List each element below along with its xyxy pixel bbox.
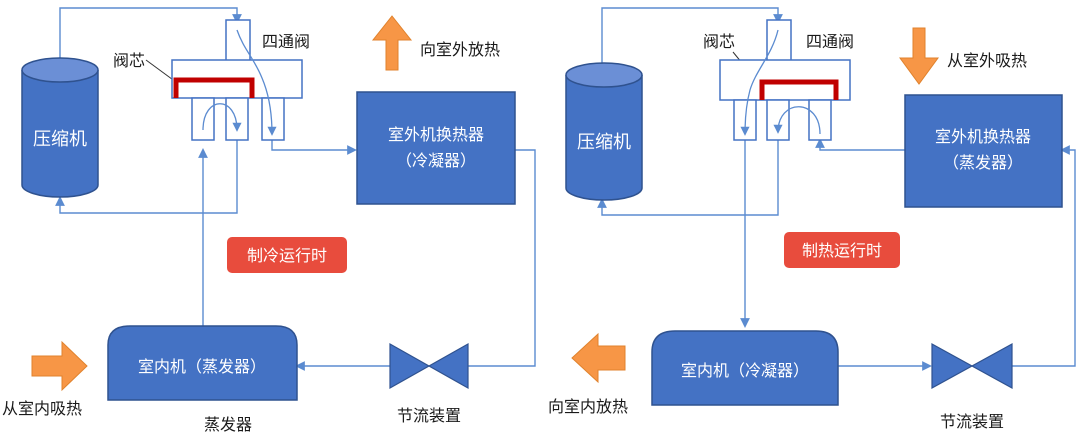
cooling-mode-badge: 制冷运行时 <box>227 237 347 273</box>
outdoor-heat-label: 向室外放热 <box>420 40 500 59</box>
compressor-label: 压缩机 <box>33 129 87 150</box>
valve-core-label: 阀芯 <box>703 32 735 51</box>
cooling-indoor-unit: 室内机（蒸发器） <box>107 325 298 401</box>
svg-text:室内机（冷凝器）: 室内机（冷凝器） <box>681 361 809 380</box>
throttle-label: 节流装置 <box>397 406 461 425</box>
valve-spool <box>759 79 839 100</box>
outdoor-heat-label: 从室外吸热 <box>947 51 1027 70</box>
heating-throttle-valve <box>931 342 1013 390</box>
heating-outdoor-heat-exchanger: 室外机换热器 （蒸发器） <box>904 94 1063 208</box>
svg-text:制冷运行时: 制冷运行时 <box>247 246 327 265</box>
outdoor-hx-title: 室外机换热器 <box>935 127 1031 146</box>
four-way-valve-label: 四通阀 <box>806 32 854 51</box>
cooling-throttle-valve <box>389 342 469 390</box>
cooling-pipes <box>55 7 536 371</box>
heat-release-up-arrow-icon <box>371 15 413 71</box>
outdoor-hx-role: （蒸发器） <box>943 153 1023 172</box>
heating-compressor: 压缩机 <box>565 62 643 201</box>
cooling-four-way-valve <box>171 19 303 141</box>
heating-diagram: 压缩机 阀芯 四通阀 从室外吸热 室外机换热器 （蒸发器） 制热运 <box>548 7 1076 431</box>
heat-absorb-down-arrow-icon <box>899 27 939 85</box>
heating-indoor-unit: 室内机（冷凝器） <box>651 330 839 406</box>
outdoor-hx-role: （冷凝器） <box>396 151 476 170</box>
compressor-label: 压缩机 <box>577 132 631 153</box>
cooling-compressor: 压缩机 <box>21 57 99 198</box>
cooling-outdoor-heat-exchanger: 室外机换热器 （冷凝器） <box>356 91 516 205</box>
throttle-label: 节流装置 <box>940 412 1004 431</box>
heating-four-way-valve <box>719 19 851 141</box>
svg-text:室内机（蒸发器）: 室内机（蒸发器） <box>138 357 266 376</box>
four-way-valve-label: 四通阀 <box>262 32 310 51</box>
svg-text:制热运行时: 制热运行时 <box>802 241 882 260</box>
indoor-sub-label: 蒸发器 <box>204 415 252 434</box>
heat-release-left-arrow-icon <box>571 332 626 384</box>
indoor-heat-label: 从室内吸热 <box>2 399 82 418</box>
cooling-diagram: 压缩机 阀芯 四通阀 向室外放热 室外机换热器 （冷凝器） 制冷运 <box>2 7 536 434</box>
valve-core-label: 阀芯 <box>113 51 145 70</box>
heating-mode-badge: 制热运行时 <box>784 232 900 268</box>
heating-pipes <box>597 7 1076 371</box>
outdoor-hx-title: 室外机换热器 <box>388 125 484 144</box>
valve-spool <box>173 77 255 98</box>
heat-absorb-right-arrow-icon <box>31 340 88 392</box>
indoor-heat-label: 向室内放热 <box>548 397 628 416</box>
